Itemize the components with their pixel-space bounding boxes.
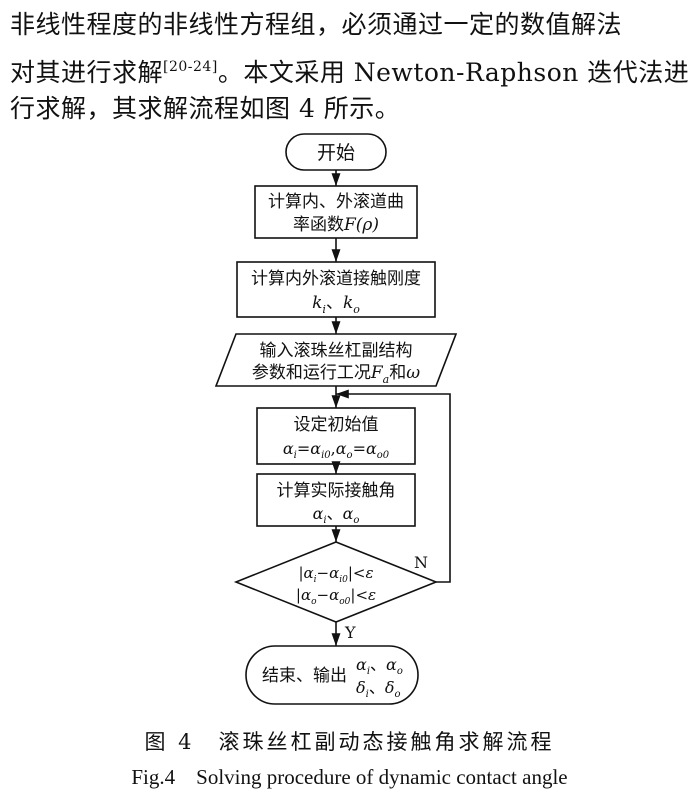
loop-back-line xyxy=(336,389,451,583)
step-curvature-line2: 率函数F(ρ) xyxy=(293,215,379,235)
step-init-line1: 设定初始值 xyxy=(294,415,379,435)
start-label: 开始 xyxy=(317,142,355,164)
paragraph-line-2-pre: 对其进行求解 xyxy=(10,58,164,87)
step-compute-line1: 计算实际接触角 xyxy=(277,481,396,501)
step-stiffness-box xyxy=(236,261,436,318)
end-terminal xyxy=(245,645,419,705)
body-paragraph: 非线性程度的非线性方程组，必须通过一定的数值解法 对其进行求解[20-24]。本… xyxy=(10,4,690,130)
end-outputs-alpha: αi、αo xyxy=(356,655,403,677)
step-curvature-line1: 计算内、外滚道曲 xyxy=(268,192,404,212)
step-compute-line2: αi、αo xyxy=(313,504,360,526)
step-init-box xyxy=(256,407,416,465)
no-label: N xyxy=(414,553,428,572)
figure-caption-en: Fig.4 Solving procedure of dynamic conta… xyxy=(131,765,568,789)
paragraph-line-1: 非线性程度的非线性方程组，必须通过一定的数值解法 xyxy=(10,10,623,39)
input-line2: 参数和运行工况Fa和ω xyxy=(252,363,420,386)
end-label: 结束、输出 xyxy=(262,666,347,686)
decision-line2: |αo−αo0|<ε xyxy=(296,586,376,607)
decision-line1: |αi−αi0|<ε xyxy=(298,564,373,585)
flowchart: 开始 计算内、外滚道曲 率函数F(ρ) 计算内外滚道接触刚度 ki、ko 输入滚… xyxy=(214,133,458,705)
paragraph-line-2-post: 。本文采用 Newton-Raphson 迭代法进 xyxy=(217,58,690,87)
step-init-line2: αi=αi0,αo=αo0 xyxy=(283,439,390,461)
decision-diamond xyxy=(233,541,439,623)
step-stiffness-line2: ki、ko xyxy=(312,293,360,316)
figure-caption-cn: 图 4 滚珠丝杠副动态接触角求解流程 xyxy=(144,730,555,754)
step-compute-box xyxy=(256,473,416,527)
yes-label: Y xyxy=(344,623,356,642)
citation: [20-24] xyxy=(163,59,218,75)
step-stiffness-line1: 计算内外滚道接触刚度 xyxy=(251,269,421,289)
end-outputs-delta: δi、δo xyxy=(356,678,401,700)
paragraph-line-2: 对其进行求解[20-24]。本文采用 Newton-Raphson 迭代法进 xyxy=(10,46,690,88)
paragraph-line-3: 行求解，其求解流程如图 4 所示。 xyxy=(10,94,401,123)
input-line1: 输入滚珠丝杠副结构 xyxy=(260,341,413,361)
input-parallelogram xyxy=(214,333,458,387)
